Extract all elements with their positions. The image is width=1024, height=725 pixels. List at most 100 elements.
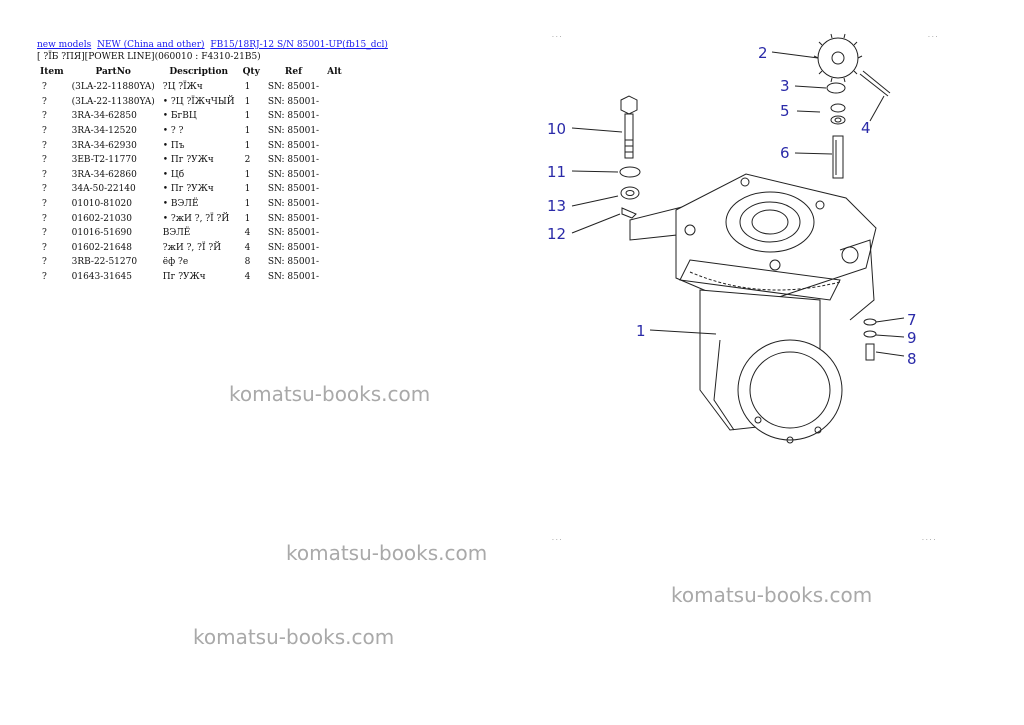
- bolt-part: [620, 95, 638, 159]
- page-subtitle: [ ?ÏБ ?ПЯ][POWER LINE](060010 : F4310-21…: [37, 52, 261, 62]
- row-description: Пг ?УЖч: [162, 272, 206, 283]
- breadcrumb-link-new-models[interactable]: new models: [37, 40, 92, 50]
- row-ref: SN: 85001-: [267, 111, 320, 122]
- breadcrumb-link-china-and-other[interactable]: NEW (China and other): [97, 40, 205, 50]
- row-description: • ? ?: [162, 126, 184, 137]
- callout-9: 9: [907, 329, 917, 347]
- row-alt: [323, 109, 346, 124]
- row-ref: SN: 85001-: [267, 199, 320, 210]
- row-partno: (3LA-22-11880YA): [71, 82, 155, 93]
- header-alt: Alt: [327, 67, 342, 77]
- row-partno: 3RA-34-62930: [71, 140, 137, 151]
- header-ref: Ref: [284, 67, 302, 77]
- row-qty: 1: [244, 169, 251, 180]
- row-alt: [323, 182, 346, 197]
- row-description: ?жИ ?, ?Ï ?Й: [162, 242, 222, 253]
- watermark-text: komatsu-books.com: [286, 541, 488, 565]
- row-ref: SN: 85001-: [267, 257, 320, 268]
- callout-11: 11: [547, 163, 566, 181]
- row-alt: [323, 80, 346, 95]
- row-item: ?: [42, 140, 47, 151]
- corner-mark: · · ·: [552, 537, 562, 544]
- callout-7: 7: [907, 311, 917, 329]
- row-partno: (3LA-22-11380YA): [71, 96, 155, 107]
- row-alt: [323, 168, 346, 183]
- row-ref: SN: 85001-: [267, 228, 320, 239]
- row-ref: SN: 85001-: [267, 242, 320, 253]
- row-partno: 01010-81020: [71, 199, 132, 210]
- row-item: ?: [42, 228, 47, 239]
- row-ref: SN: 85001-: [267, 213, 320, 224]
- row-item: ?: [42, 257, 47, 268]
- row-partno: 3EB-T2-11770: [71, 155, 137, 166]
- row-partno: 3RB-22-51270: [71, 257, 138, 268]
- breadcrumb-link-model[interactable]: FB15/18RJ-12 S/N 85001-UP(fb15_dcl): [210, 40, 388, 50]
- sprocket-part: [813, 33, 863, 83]
- row-description: ёф ?е: [162, 257, 189, 268]
- row-item: ?: [42, 213, 47, 224]
- row-description: ?Ц ?ÏЖч: [162, 82, 203, 93]
- row-ref: SN: 85001-: [267, 82, 320, 93]
- corner-mark: · · ·: [928, 34, 938, 41]
- row-alt: [323, 211, 346, 226]
- washer-part: [826, 82, 846, 94]
- row-qty: 8: [244, 257, 251, 268]
- callout-8: 8: [907, 350, 917, 368]
- callout-3: 3: [780, 77, 790, 95]
- corner-mark: · · ·: [552, 34, 562, 41]
- callout-1: 1: [636, 322, 646, 340]
- row-partno: 01602-21030: [71, 213, 132, 224]
- row-qty: 4: [244, 272, 251, 283]
- row-alt: [323, 255, 346, 270]
- row-partno: 3RA-34-62850: [71, 111, 137, 122]
- row-qty: 4: [244, 242, 251, 253]
- row-qty: 1: [244, 96, 251, 107]
- table-header-row: Item PartNo Description Qty Ref Alt: [36, 64, 346, 80]
- row-qty: 1: [244, 184, 251, 195]
- header-description: Description: [169, 67, 228, 77]
- row-description: • Пг ?УЖч: [162, 155, 214, 166]
- row-qty: 1: [244, 82, 251, 93]
- callout-6: 6: [780, 144, 790, 162]
- row-qty: 1: [244, 213, 251, 224]
- watermark-text: komatsu-books.com: [671, 583, 873, 607]
- row-ref: SN: 85001-: [267, 140, 320, 151]
- row-alt: [323, 95, 346, 110]
- row-qty: 2: [244, 155, 251, 166]
- row-partno: 01602-21648: [71, 242, 132, 253]
- callout-4: 4: [861, 119, 871, 137]
- parts-table: Item PartNo Description Qty Ref Alt ? (3L…: [36, 64, 346, 284]
- drive-housing-part: [675, 173, 877, 444]
- row-description: • Цб: [162, 169, 185, 180]
- breadcrumb: new models NEW (China and other) FB15/18…: [37, 40, 391, 50]
- callout-10: 10: [547, 120, 566, 138]
- row-alt: [323, 270, 346, 285]
- row-qty: 1: [244, 126, 251, 137]
- exploded-parts-drawing: 1 2 3 4 5 6 7 8 9 10 11 13 12: [547, 33, 917, 444]
- row-ref: SN: 85001-: [267, 126, 320, 137]
- row-qty: 1: [244, 111, 251, 122]
- row-ref: SN: 85001-: [267, 184, 320, 195]
- row-ref: SN: 85001-: [267, 155, 320, 166]
- row-ref: SN: 85001-: [267, 96, 320, 107]
- row-alt: [323, 124, 346, 139]
- row-description: • ВЭЛЁ: [162, 199, 199, 210]
- watermark-text: komatsu-books.com: [229, 382, 431, 406]
- row-item: ?: [42, 126, 47, 137]
- table-row: ? 3RB-22-51270 ёф ?е 8 SN: 85001-: [36, 255, 346, 270]
- row-partno: 01643-31645: [71, 272, 132, 283]
- row-item: ?: [42, 242, 47, 253]
- row-qty: 4: [244, 228, 251, 239]
- row-partno: 3RA-34-62860: [71, 169, 137, 180]
